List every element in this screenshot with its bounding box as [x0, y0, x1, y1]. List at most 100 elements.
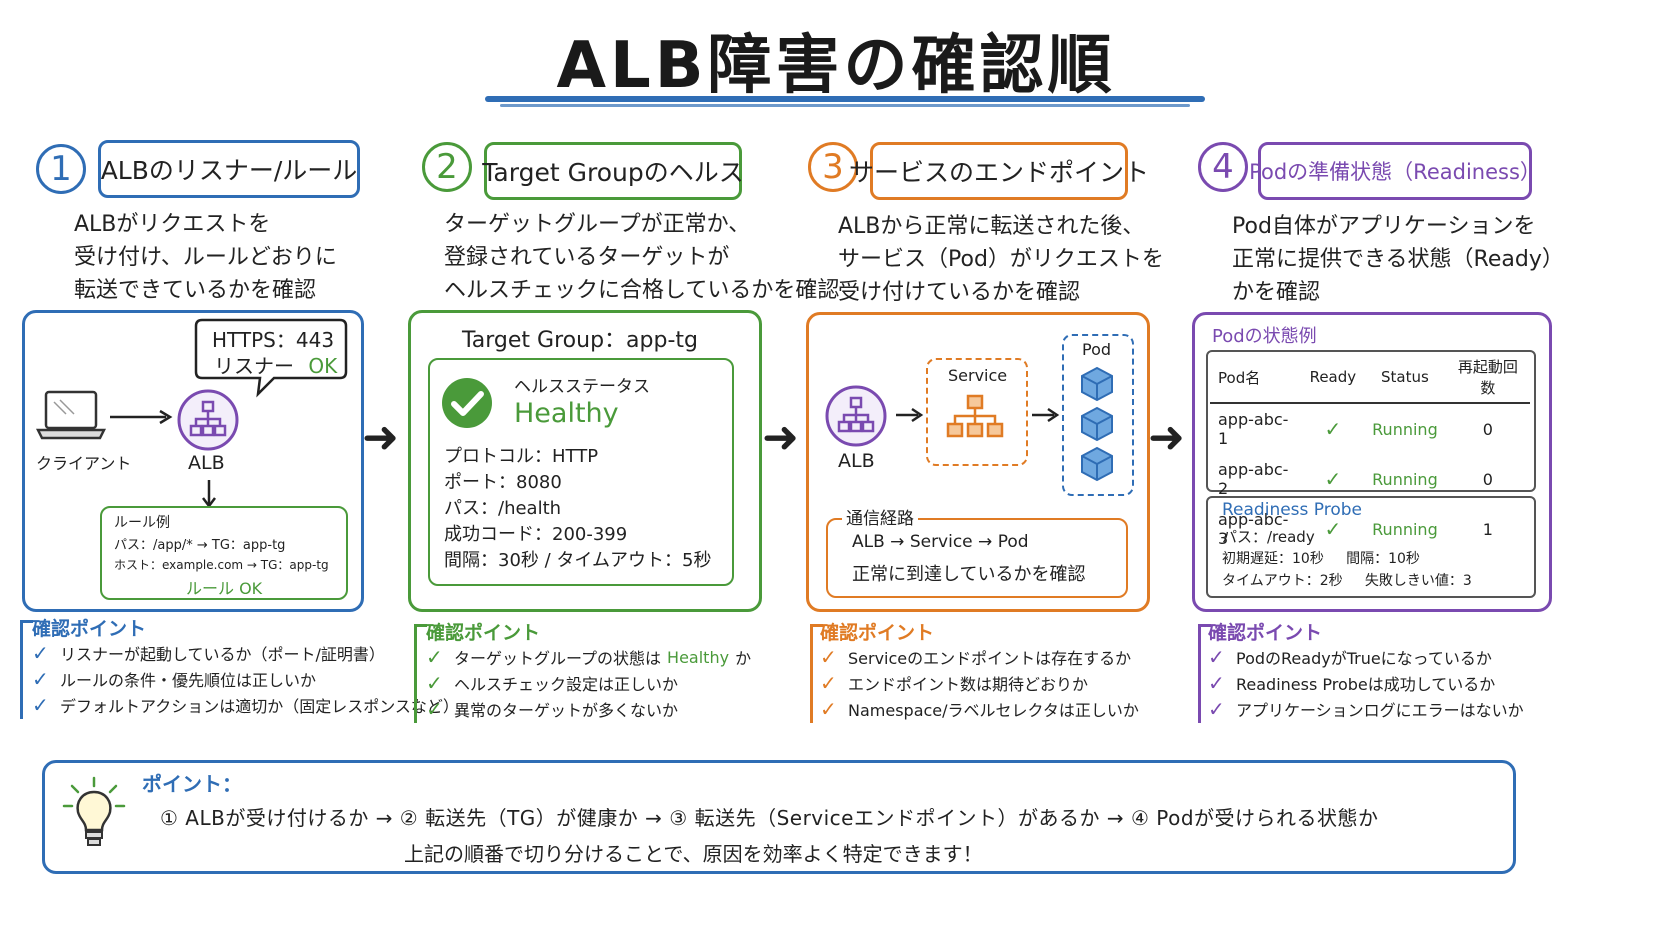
- detail-path: パス：/health: [444, 498, 562, 519]
- alb-label-1: ALB: [188, 452, 225, 474]
- check-item: PodのReadyがTrueになっているか: [1236, 649, 1492, 668]
- lightbulb-icon: [62, 776, 126, 846]
- step-3-number: 3: [808, 142, 858, 192]
- table-row: app-abc-2 ✓ Running 0: [1210, 454, 1530, 504]
- check-item: Readiness Probeは成功しているか: [1236, 675, 1496, 694]
- arrow-client-to-alb: [110, 409, 173, 425]
- probe-title: Readiness Probe: [1222, 500, 1363, 520]
- check-icon: ✓: [1208, 645, 1225, 669]
- checks-bracket-4: [1198, 624, 1211, 723]
- checks-title-1: 確認ポイント: [32, 618, 147, 640]
- probe-timeout-threshold: タイムアウト：2秒 失敗しきい値：3: [1222, 573, 1472, 589]
- rule-box: [100, 506, 348, 600]
- checks-bracket-1: [20, 620, 33, 719]
- step-1-title: ALBのリスナー/ルール: [98, 140, 360, 198]
- step-1-number: 1: [36, 144, 86, 194]
- rule-box-title: ルール例: [114, 515, 170, 531]
- chat-bubble-icon: [194, 318, 348, 398]
- step-2-description: ターゲットグループが正常か、 登録されているターゲットが ヘルスチェックに合格し…: [444, 212, 840, 303]
- arrow-service-to-pod: [1032, 407, 1060, 423]
- check-item-healthy: Healthy: [667, 647, 730, 667]
- detail-interval: 間隔：30秒 / タイムアウト：5秒: [444, 550, 712, 571]
- check-item: デフォルトアクションは適切か（固定レスポンスなど）: [60, 697, 459, 716]
- listener-label: リスナー: [214, 354, 294, 378]
- healthy-check-icon: [442, 378, 492, 428]
- arrow-step-3-to-4: ➜: [1148, 412, 1185, 463]
- step-4-title: Podの準備状態（Readiness）: [1249, 142, 1541, 200]
- service-box: [926, 358, 1028, 466]
- step-4-number: 4: [1198, 142, 1248, 192]
- check-icon: ✓: [32, 641, 49, 665]
- check-item: 異常のターゲットが多くないか: [454, 701, 679, 720]
- pod-name-cell: app-abc-2: [1218, 460, 1289, 498]
- rule-ok: ルール OK: [186, 579, 263, 598]
- step-2-number: 2: [422, 142, 472, 192]
- alb-icon: [177, 389, 239, 451]
- pod-name-cell: app-abc-3: [1218, 510, 1289, 548]
- pod-label: Pod: [1082, 340, 1112, 359]
- detail-port: ポート：8080: [444, 472, 562, 493]
- arrow-step-1-to-2: ➜: [362, 412, 399, 463]
- listener-ok: OK: [308, 354, 338, 378]
- pod-box: [1062, 334, 1134, 496]
- restart-cell: 1: [1482, 519, 1493, 539]
- arrow-step-2-to-3: ➜: [762, 412, 799, 463]
- checks-list-3: ✓Serviceのエンドポイントは存在するか ✓エンドポイント数は期待どおりか …: [820, 644, 1139, 722]
- route-note: 正常に到達しているかを確認: [852, 564, 1086, 585]
- client-label: クライアント: [36, 454, 132, 473]
- check-icon: ✓: [32, 667, 49, 691]
- checks-list-2: ✓ ターゲットグループの状態は Healthy か ✓ ヘルスチェック設定は正しい…: [426, 644, 751, 722]
- arrow-alb-to-rule: [202, 480, 216, 508]
- step-3-description: ALBから正常に転送された後、 サービス（Pod）がリクエストを 受け付けている…: [838, 214, 1164, 305]
- check-icon: ✓: [1208, 671, 1225, 695]
- probe-box: [1206, 496, 1536, 598]
- health-check-details: プロトコル：HTTP ポート：8080 パス：/health 成功コード：200…: [444, 444, 712, 574]
- restart-cell: 0: [1482, 469, 1493, 489]
- ready-check-icon: ✓: [1324, 417, 1342, 441]
- checks-list-4: ✓ PodのReadyがTrueになっているか ✓ Readiness Probeは…: [1208, 644, 1524, 722]
- pod-table: Pod名 Ready Status 再起動回数 app-abc-1 ✓ Runn…: [1210, 352, 1530, 554]
- route-path: ALB → Service → Pod: [852, 532, 1029, 552]
- table-row: app-abc-1 ✓ Running 0: [1210, 403, 1530, 454]
- col-ready: Ready: [1301, 352, 1365, 404]
- pod-cube-icon: [1081, 366, 1113, 482]
- alb-icon: [825, 385, 887, 447]
- check-icon: ✓: [426, 697, 443, 721]
- col-pod-name: Pod名: [1210, 352, 1302, 404]
- probe-path: パス：/ready: [1222, 528, 1315, 546]
- ready-check-icon: ✓: [1324, 517, 1342, 541]
- step-3-title: サービスのエンドポイント: [849, 142, 1149, 200]
- service-label: Service: [948, 366, 1008, 385]
- step-4-description: Pod自体がアプリケーションを 正常に提供できる状態（Ready） かを確認: [1232, 214, 1564, 305]
- check-icon: ✓: [32, 693, 49, 717]
- check-item: ルールの条件・優先順位は正しいか: [60, 671, 317, 690]
- status-cell: Running: [1372, 519, 1438, 539]
- detail-success-code: 成功コード：200-399: [444, 524, 628, 545]
- check-item: ヘルスチェック設定は正しいか: [454, 675, 679, 694]
- ready-check-icon: ✓: [1324, 467, 1342, 491]
- checks-bracket-2: [414, 624, 427, 723]
- status-cell: Running: [1372, 419, 1438, 439]
- table-row: app-abc-3 ✓ Running 1: [1210, 504, 1530, 554]
- title-underline-accent: [500, 104, 1190, 107]
- step-2-panel: [408, 310, 762, 612]
- point-box: [42, 760, 1516, 874]
- route-title: 通信経路: [842, 504, 918, 529]
- step-1-description: ALBがリクエストを 受け付け、ルールどおりに 転送できているかを確認: [74, 212, 337, 303]
- detail-protocol: プロトコル：HTTP: [444, 446, 599, 467]
- check-item: ターゲットグループの状態は: [454, 649, 662, 668]
- check-icon: ✓: [426, 671, 443, 695]
- check-icon: ✓: [1208, 697, 1225, 721]
- target-group-name: Target Group：app-tg: [462, 328, 698, 353]
- point-label: ポイント：: [142, 772, 242, 796]
- laptop-icon: [36, 390, 106, 440]
- restart-cell: 0: [1482, 419, 1493, 439]
- col-restarts: 再起動回数: [1445, 352, 1530, 404]
- rule-row-host: ホスト：example.com → TG：app-tg: [114, 558, 329, 572]
- check-icon: ✓: [820, 645, 837, 669]
- rule-row-path: パス：/app/* → TG：app-tg: [114, 538, 286, 553]
- step-2-title: Target Groupのヘルス: [482, 142, 744, 200]
- listener-port: HTTPS：443: [212, 328, 335, 352]
- check-item-suffix: か: [735, 649, 752, 668]
- route-box: [826, 518, 1128, 598]
